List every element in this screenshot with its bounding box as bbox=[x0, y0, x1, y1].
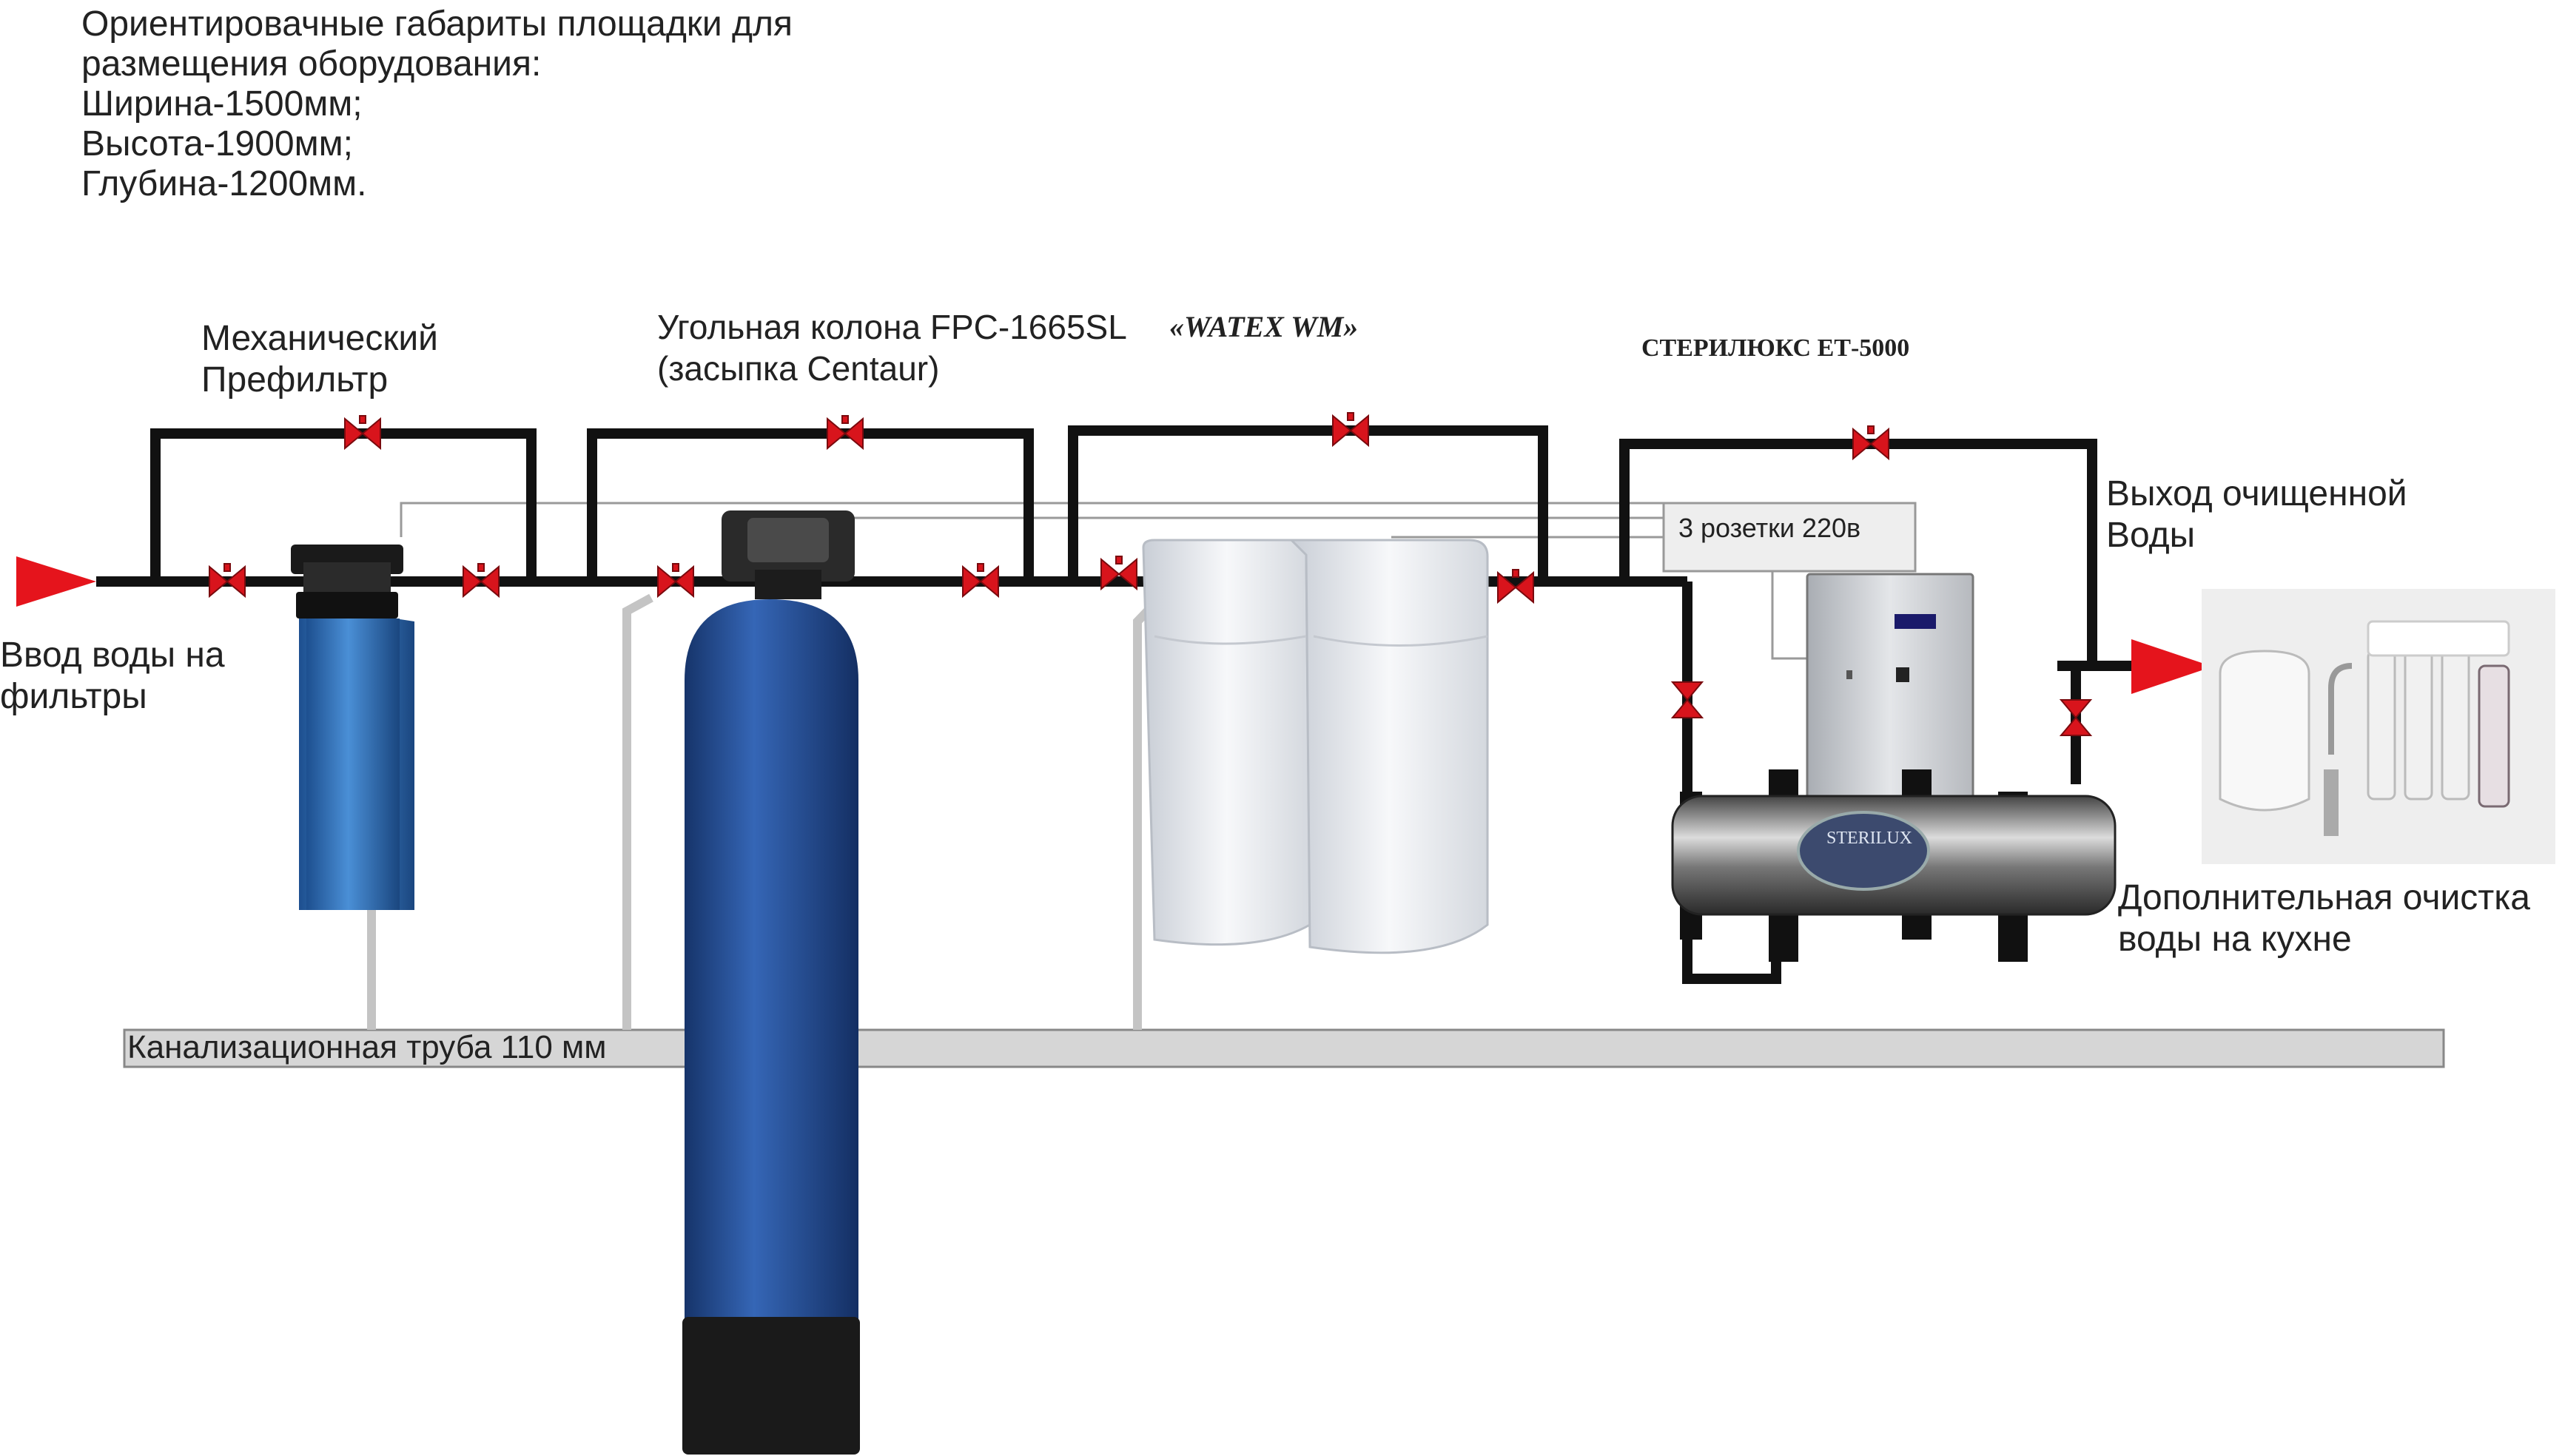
note-line: Ориентировачные габариты площадки для bbox=[81, 4, 793, 44]
sockets-box bbox=[1662, 502, 1917, 573]
valve-icon bbox=[2059, 699, 2093, 736]
prefilter-housing bbox=[291, 545, 414, 910]
sewer-label: Канализационная труба 110 мм bbox=[127, 1029, 607, 1065]
kitchen-ro-system bbox=[2202, 589, 2555, 864]
outlet-label-line: Воды bbox=[2106, 516, 2196, 555]
inlet-label-line: фильтры bbox=[0, 677, 147, 716]
carbon-column-label-line: Угольная колона FPC-1665SL bbox=[657, 308, 1127, 346]
note-line: размещения оборудования: bbox=[81, 44, 542, 84]
valve-icon bbox=[1497, 569, 1534, 604]
note-line: Глубина-1200мм. bbox=[81, 164, 367, 203]
uv-controller bbox=[1806, 573, 1974, 805]
prefilter-label-line: Механический bbox=[201, 319, 438, 358]
sewer-pipe bbox=[123, 1028, 2445, 1068]
uv-chamber bbox=[1671, 769, 2117, 962]
valve-icon bbox=[1852, 425, 1889, 461]
carbon-column-tank bbox=[682, 510, 860, 1455]
valve-icon bbox=[463, 563, 500, 599]
carbon-column-label-line: (засыпка Centaur) bbox=[657, 349, 940, 388]
inlet-label: Ввод воды на фильтры bbox=[0, 635, 225, 718]
valves bbox=[209, 412, 2093, 736]
sockets-label: 3 розетки 220в bbox=[1678, 513, 1861, 543]
kitchen-label-line: Дополнительная очистка bbox=[2118, 878, 2530, 917]
valve-icon bbox=[657, 563, 694, 599]
softener-label: «WATEX WM» bbox=[1169, 310, 1359, 343]
valve-icon bbox=[1100, 556, 1137, 591]
carbon-column-label: Угольная колона FPC-1665SL (засыпка Cent… bbox=[657, 306, 1127, 389]
softener-cabinet bbox=[1142, 539, 1489, 954]
note-line: Высота-1900мм; bbox=[81, 124, 353, 164]
sterilux-logo: STERILUX bbox=[1826, 829, 1912, 848]
valve-icon bbox=[1332, 412, 1369, 448]
valve-icon bbox=[827, 415, 864, 451]
prefilter-label-line: Префильтр bbox=[201, 360, 389, 400]
site-dimensions-note: Ориентировачные габариты площадки для ра… bbox=[81, 4, 793, 204]
valve-icon bbox=[962, 563, 999, 599]
prefilter-label: Механический Префильтр bbox=[201, 318, 438, 401]
inlet-label-line: Ввод воды на bbox=[0, 636, 225, 675]
outlet-label: Выход очищенной Воды bbox=[2106, 473, 2407, 556]
valve-icon bbox=[1670, 681, 1704, 718]
kitchen-label-line: воды на кухне bbox=[2118, 920, 2352, 959]
power-lines bbox=[400, 502, 1807, 660]
note-line: Ширина-1500мм; bbox=[81, 84, 363, 124]
valve-icon bbox=[209, 563, 246, 599]
outlet-label-line: Выход очищенной bbox=[2106, 474, 2407, 513]
inlet-arrow bbox=[16, 556, 96, 607]
uv-sterilizer-label: СТЕРИЛЮКС ЕТ-5000 bbox=[1641, 334, 1910, 362]
valve-icon bbox=[344, 415, 381, 451]
kitchen-label: Дополнительная очистка воды на кухне bbox=[2118, 877, 2530, 960]
outlet-arrow bbox=[2131, 639, 2213, 694]
